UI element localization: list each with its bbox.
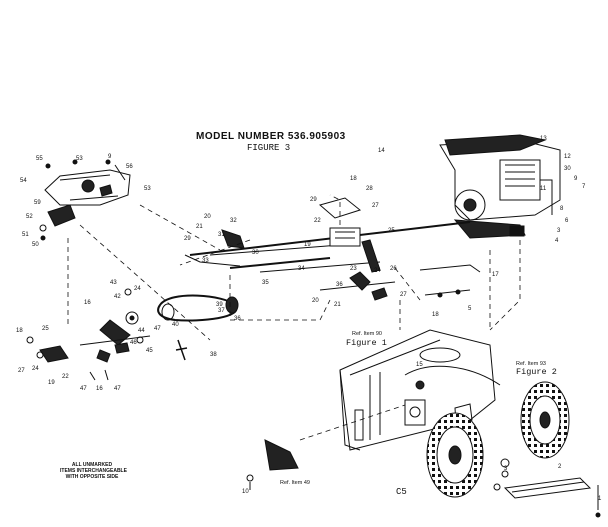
callout-label: 15	[416, 362, 423, 368]
callout-label: 38	[210, 352, 217, 358]
callout-label: 30	[564, 166, 571, 172]
callout-label: 47	[114, 386, 121, 392]
callout-label: 36	[234, 316, 241, 322]
callout-label: 22	[62, 374, 69, 380]
callout-label: 34	[298, 266, 305, 272]
callout-label: 17	[492, 272, 499, 278]
callout-label: 40	[172, 322, 179, 328]
wheels	[426, 381, 570, 498]
callout-label: 27	[372, 203, 379, 209]
callout-label: 13	[540, 136, 547, 142]
callout-label: 55	[36, 156, 43, 162]
callout-label: 44	[138, 328, 145, 334]
figure-2-label: Figure 2	[516, 367, 557, 377]
model-number-title: MODEL NUMBER 536.905903	[196, 131, 346, 142]
callout-label: 24	[374, 268, 381, 274]
callout-label: 3	[504, 466, 508, 472]
interchangeable-note: ALL UNMARKED ITEMS INTERCHANGEABLE WITH …	[60, 462, 127, 480]
figure-1-label: Figure 1	[346, 338, 387, 348]
callout-label: 37	[218, 308, 225, 314]
callout-label: 53	[76, 156, 83, 162]
callout-label: 9	[574, 176, 578, 182]
callout-label: 46	[130, 340, 137, 346]
figure-label: FIGURE 3	[247, 143, 291, 153]
belt-pulley-assembly	[26, 288, 239, 381]
chute-assembly	[39, 159, 131, 241]
callout-label: 31	[218, 232, 225, 238]
callout-label: 25	[388, 228, 395, 234]
callout-label: 20	[204, 214, 211, 220]
callout-label: 24	[32, 366, 39, 372]
callout-label: 12	[564, 154, 571, 160]
callout-label: 27	[400, 292, 407, 298]
callout-label: 45	[146, 348, 153, 354]
callout-label: 36	[336, 282, 343, 288]
reference-item-93: Ref. Item 93	[516, 361, 546, 367]
callout-label: 21	[196, 224, 203, 230]
reference-item-90: Ref. Item 90	[352, 331, 382, 337]
mount-bracket	[246, 439, 299, 490]
cross-shaft	[189, 197, 471, 273]
callout-label: 16	[84, 300, 91, 306]
callout-label: 9	[108, 154, 112, 160]
callout-label: 5	[468, 306, 472, 312]
callout-label: 22	[314, 218, 321, 224]
callout-label: 20	[312, 298, 319, 304]
callout-label: 53	[144, 186, 151, 192]
callout-label: 26	[390, 266, 397, 272]
callout-label: 28	[366, 186, 373, 192]
callout-label: 35	[262, 280, 269, 286]
callout-label: 54	[20, 178, 27, 184]
callout-label: 23	[350, 266, 357, 272]
shift-levers	[184, 229, 481, 301]
callout-label: 6	[565, 218, 569, 224]
scraper-bar	[503, 477, 601, 518]
callout-label: 42	[114, 294, 121, 300]
callout-label: 56	[126, 164, 133, 170]
callout-label: 16	[96, 386, 103, 392]
callout-label: 29	[310, 197, 317, 203]
callout-label: 27	[18, 368, 25, 374]
callout-label: 21	[334, 302, 341, 308]
diagram-code: C5	[396, 487, 407, 497]
callout-label: 18	[350, 176, 357, 182]
callout-label: 47	[80, 386, 87, 392]
callout-label: 47	[154, 326, 161, 332]
reference-item-49: Ref. Item 49	[280, 480, 310, 486]
note-line: ITEMS INTERCHANGEABLE	[60, 468, 127, 474]
callout-label: 18	[432, 312, 439, 318]
callout-label: 2	[558, 464, 562, 470]
note-line: ALL UNMARKED	[71, 462, 113, 468]
callout-label: 32	[230, 218, 237, 224]
callout-label: 10	[242, 489, 249, 495]
callout-label: 19	[304, 242, 311, 248]
callout-label: 52	[26, 214, 33, 220]
callout-label: 14	[378, 148, 385, 154]
leader-lines	[67, 194, 521, 441]
callout-label: 25	[42, 326, 49, 332]
callout-label: 43	[110, 280, 117, 286]
callout-label: 24	[134, 286, 141, 292]
callout-label: 29	[184, 236, 191, 242]
callout-label: 3	[557, 228, 561, 234]
callout-label: 30	[252, 250, 259, 256]
callout-label: 18	[16, 328, 23, 334]
engine	[439, 134, 561, 239]
callout-label: 7	[582, 184, 586, 190]
callout-label: 50	[32, 242, 39, 248]
callout-label: 39	[216, 302, 223, 308]
callout-label: 33	[202, 258, 209, 264]
callout-numbers: 55 53 9 56 54 53 59 52 51 50 14 13 12 11…	[16, 136, 602, 502]
callout-label: 4	[555, 238, 559, 244]
callout-label: 19	[48, 380, 55, 386]
callout-label: 11	[540, 186, 547, 192]
callout-label: 8	[560, 206, 564, 212]
callout-label: 59	[34, 200, 41, 206]
callout-label: 1	[598, 496, 602, 502]
note-line: WITH OPPOSITE SIDE	[65, 474, 119, 480]
callout-label: 51	[22, 232, 29, 238]
